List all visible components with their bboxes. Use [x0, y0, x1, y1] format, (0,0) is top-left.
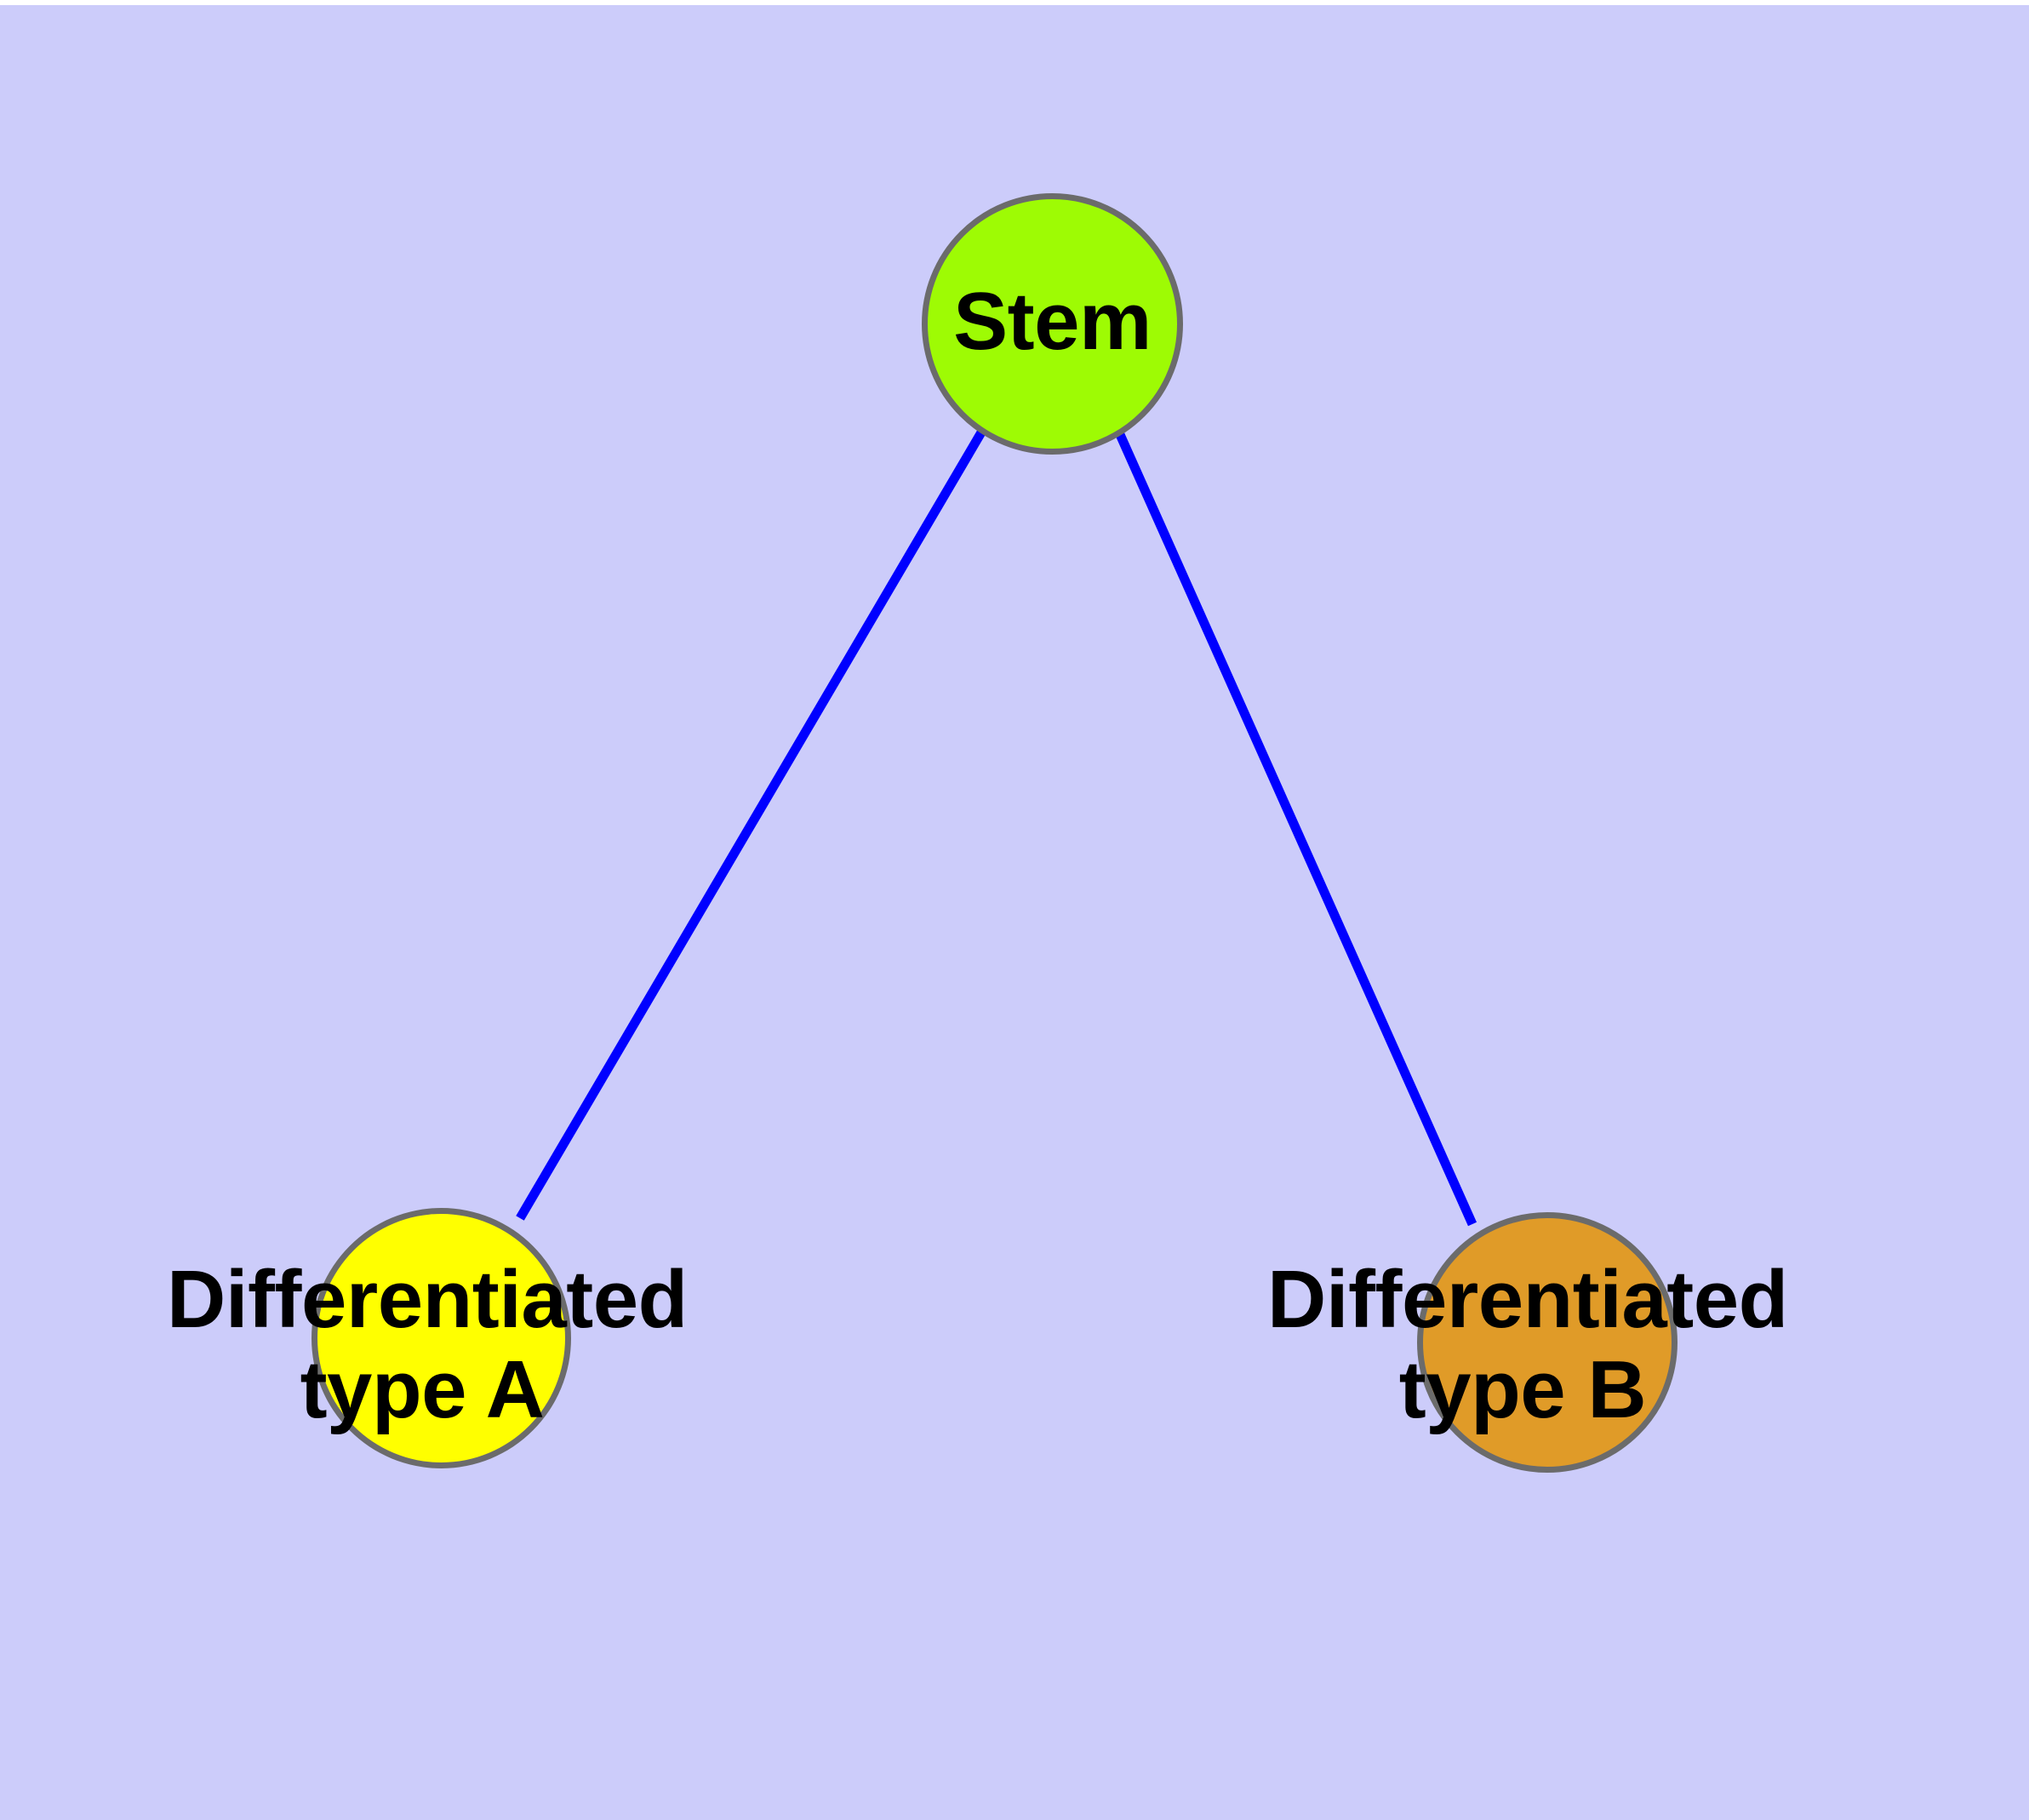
node-differentiated-type-a[interactable]	[311, 1208, 571, 1468]
edge-stem-to-type-b	[1113, 428, 1477, 1227]
node-stem[interactable]	[922, 193, 1183, 455]
edge-stem-to-type-a	[516, 430, 986, 1221]
node-differentiated-type-b[interactable]	[1417, 1212, 1677, 1473]
graph-edges-layer	[516, 428, 1477, 1227]
